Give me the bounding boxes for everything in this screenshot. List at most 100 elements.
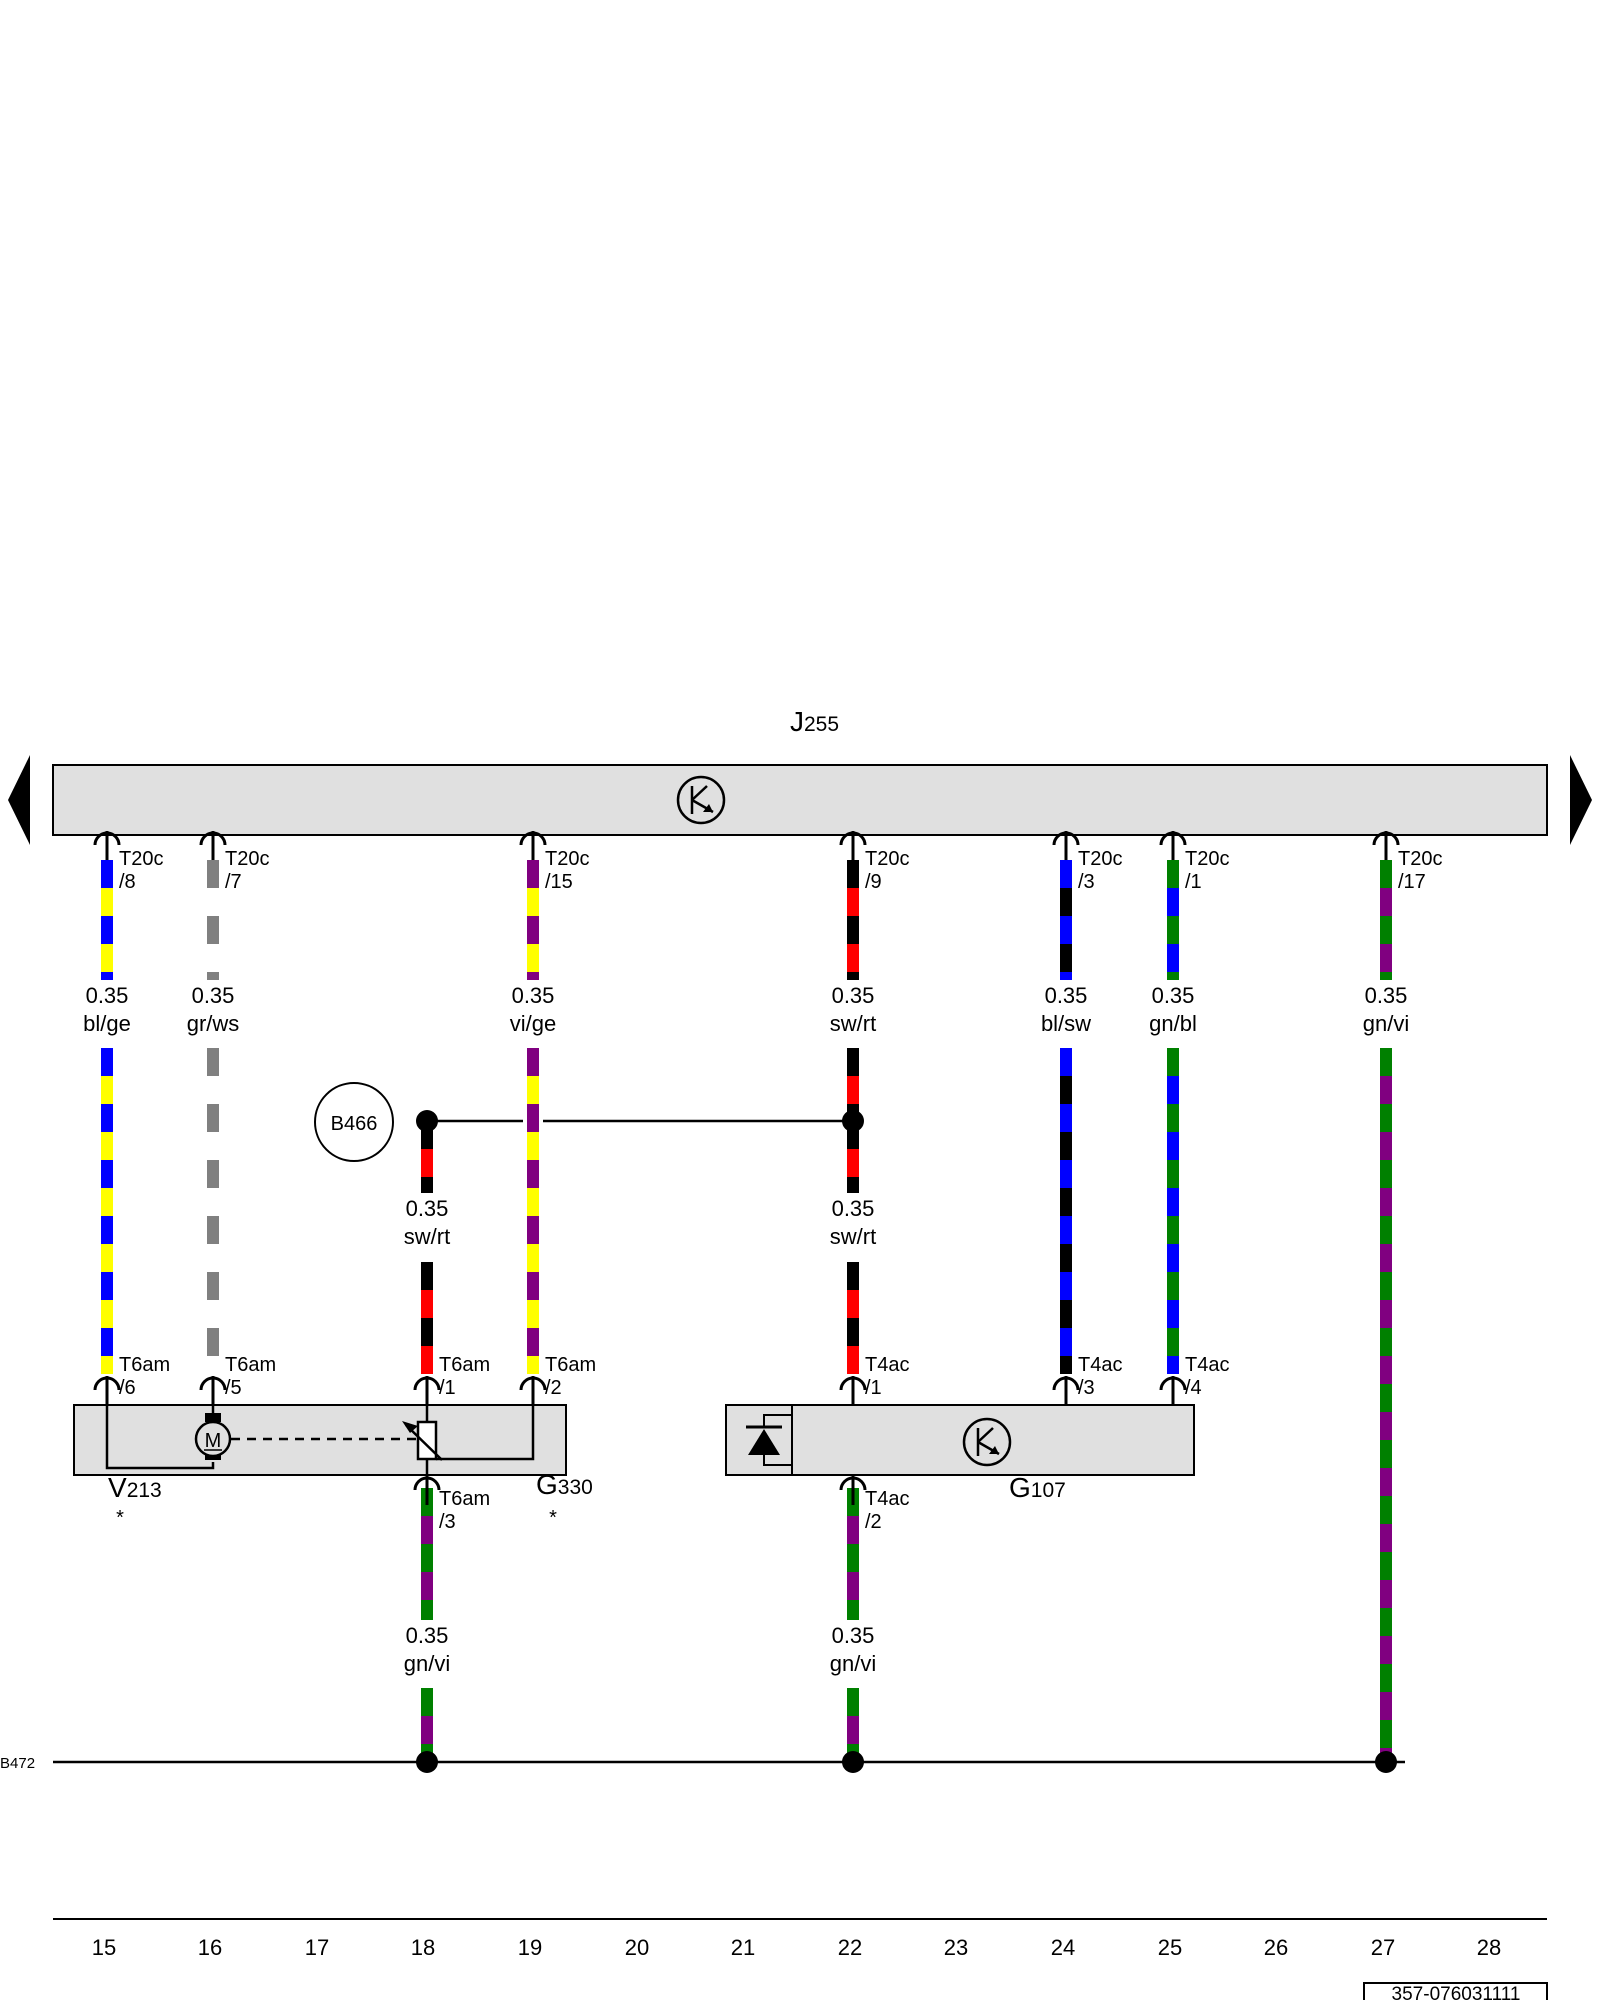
wire-stripe bbox=[1167, 1048, 1179, 1076]
column-number: 17 bbox=[305, 1935, 329, 1960]
diode-icon bbox=[746, 1414, 792, 1466]
wire-stripe bbox=[1060, 1244, 1072, 1272]
wire-stripe bbox=[207, 1160, 219, 1188]
wire-stripe bbox=[527, 1132, 539, 1160]
wire-stripe bbox=[1380, 1580, 1392, 1608]
column-number: 27 bbox=[1371, 1935, 1395, 1960]
connector-labels-top: T20c /8 T20c /7 T20c /15 T20c /9 T20c /3… bbox=[119, 848, 1442, 893]
wire-stripe bbox=[101, 1328, 113, 1356]
connector-pin-number: /15 bbox=[545, 871, 573, 893]
wire-stripe bbox=[1060, 1132, 1072, 1160]
wire-stripe bbox=[1167, 1244, 1179, 1272]
connector-name: T20c bbox=[1185, 848, 1229, 870]
wire-stripe bbox=[1060, 888, 1072, 916]
wire-stripe bbox=[527, 972, 539, 980]
motor-icon: M bbox=[194, 1420, 232, 1458]
motor-footnote-marker: * bbox=[116, 1507, 124, 1529]
wire-stripe bbox=[1380, 1076, 1392, 1104]
wire-stripe bbox=[1167, 1356, 1179, 1374]
wire-stripe bbox=[101, 916, 113, 944]
ground-node bbox=[1375, 1751, 1397, 1773]
wire-stripe bbox=[207, 1132, 219, 1160]
column-numbers: 15 16 17 18 19 20 21 22 23 24 25 26 27 2… bbox=[92, 1935, 1501, 1960]
wire-stripe bbox=[1380, 1692, 1392, 1720]
next-page-arrow-icon[interactable] bbox=[1570, 755, 1592, 845]
wire-color-code: sw/rt bbox=[830, 1224, 876, 1249]
wire-stripe bbox=[1060, 1104, 1072, 1132]
wire-stripe bbox=[527, 1076, 539, 1104]
wire-stripe bbox=[1380, 1440, 1392, 1468]
connector-pin-number: /1 bbox=[865, 1377, 882, 1399]
wire-stripe bbox=[207, 1048, 219, 1076]
wire-stripe bbox=[847, 1048, 859, 1076]
wire-stripe bbox=[1380, 1356, 1392, 1384]
wire-stripe bbox=[421, 1149, 433, 1177]
wire-stripe bbox=[1167, 1300, 1179, 1328]
column-number: 15 bbox=[92, 1935, 116, 1960]
wire-stripe bbox=[207, 1104, 219, 1132]
wire-stripe bbox=[421, 1290, 433, 1318]
wire-color-code: sw/rt bbox=[830, 1011, 876, 1036]
wire-stripe bbox=[1060, 916, 1072, 944]
connector-name: T20c bbox=[119, 848, 163, 870]
wire-stripe bbox=[101, 1048, 113, 1076]
wire-stripe bbox=[1167, 1132, 1179, 1160]
wire-stripe bbox=[421, 1346, 433, 1374]
connector-name: T4ac bbox=[865, 1354, 909, 1376]
wire-stripe bbox=[527, 1328, 539, 1356]
wire-stripe bbox=[101, 1216, 113, 1244]
wire-size: 0.35 bbox=[406, 1623, 449, 1648]
column-number: 26 bbox=[1264, 1935, 1288, 1960]
wire-stripe bbox=[101, 1300, 113, 1328]
wire-stripe bbox=[1380, 1524, 1392, 1552]
previous-page-arrow-icon[interactable] bbox=[8, 755, 30, 845]
wire-stripe bbox=[527, 916, 539, 944]
wire-stripe bbox=[1380, 1608, 1392, 1636]
wire-stripe bbox=[1380, 860, 1392, 888]
wire-stripe bbox=[1167, 860, 1179, 888]
wire-stripe bbox=[1060, 860, 1072, 888]
connector-pin-number: /6 bbox=[119, 1377, 136, 1399]
wire-stripe bbox=[527, 1244, 539, 1272]
wire-stripe bbox=[421, 1262, 433, 1290]
column-number: 18 bbox=[411, 1935, 435, 1960]
wire-stripe bbox=[101, 860, 113, 888]
wire-stripe bbox=[101, 1272, 113, 1300]
wire-stripe bbox=[847, 888, 859, 916]
wire-stripe bbox=[527, 1356, 539, 1374]
wire-size: 0.35 bbox=[1045, 983, 1088, 1008]
wire-stripe bbox=[207, 860, 219, 888]
wire-stripe bbox=[1380, 1720, 1392, 1748]
wire-stripe bbox=[207, 916, 219, 944]
connector-pin-number: /3 bbox=[439, 1511, 456, 1533]
svg-text:M: M bbox=[205, 1430, 222, 1452]
wire-stripe bbox=[1380, 1496, 1392, 1524]
connector-pin-number: /2 bbox=[865, 1511, 882, 1533]
wire-color-code: gn/vi bbox=[830, 1651, 876, 1676]
column-number: 16 bbox=[198, 1935, 222, 1960]
wire-stripe bbox=[101, 1160, 113, 1188]
wire-stripe bbox=[101, 1188, 113, 1216]
wire-stripe bbox=[847, 1149, 859, 1177]
wire-size: 0.35 bbox=[832, 983, 875, 1008]
transistor-icon bbox=[676, 775, 726, 825]
wire-stripe bbox=[421, 1600, 433, 1620]
connector-name: T20c bbox=[545, 848, 589, 870]
connector-pin-number: /9 bbox=[865, 871, 882, 893]
wire-stripe bbox=[1060, 944, 1072, 972]
wire-size: 0.35 bbox=[512, 983, 555, 1008]
wire-stripe bbox=[421, 1572, 433, 1600]
wire-stripe bbox=[1060, 1048, 1072, 1076]
wire-stripe bbox=[207, 1188, 219, 1216]
wire-stripe bbox=[1060, 1076, 1072, 1104]
wire-stripe bbox=[1060, 1272, 1072, 1300]
wire-stripe bbox=[1380, 1048, 1392, 1076]
wire-stripe bbox=[101, 888, 113, 916]
splice-badge: B466 bbox=[314, 1082, 394, 1162]
wire-stripe bbox=[1380, 1468, 1392, 1496]
wire-stripe bbox=[847, 1544, 859, 1572]
wire-stripe bbox=[1167, 1160, 1179, 1188]
wire-stripe bbox=[207, 1244, 219, 1272]
wire-stripe bbox=[1167, 1076, 1179, 1104]
